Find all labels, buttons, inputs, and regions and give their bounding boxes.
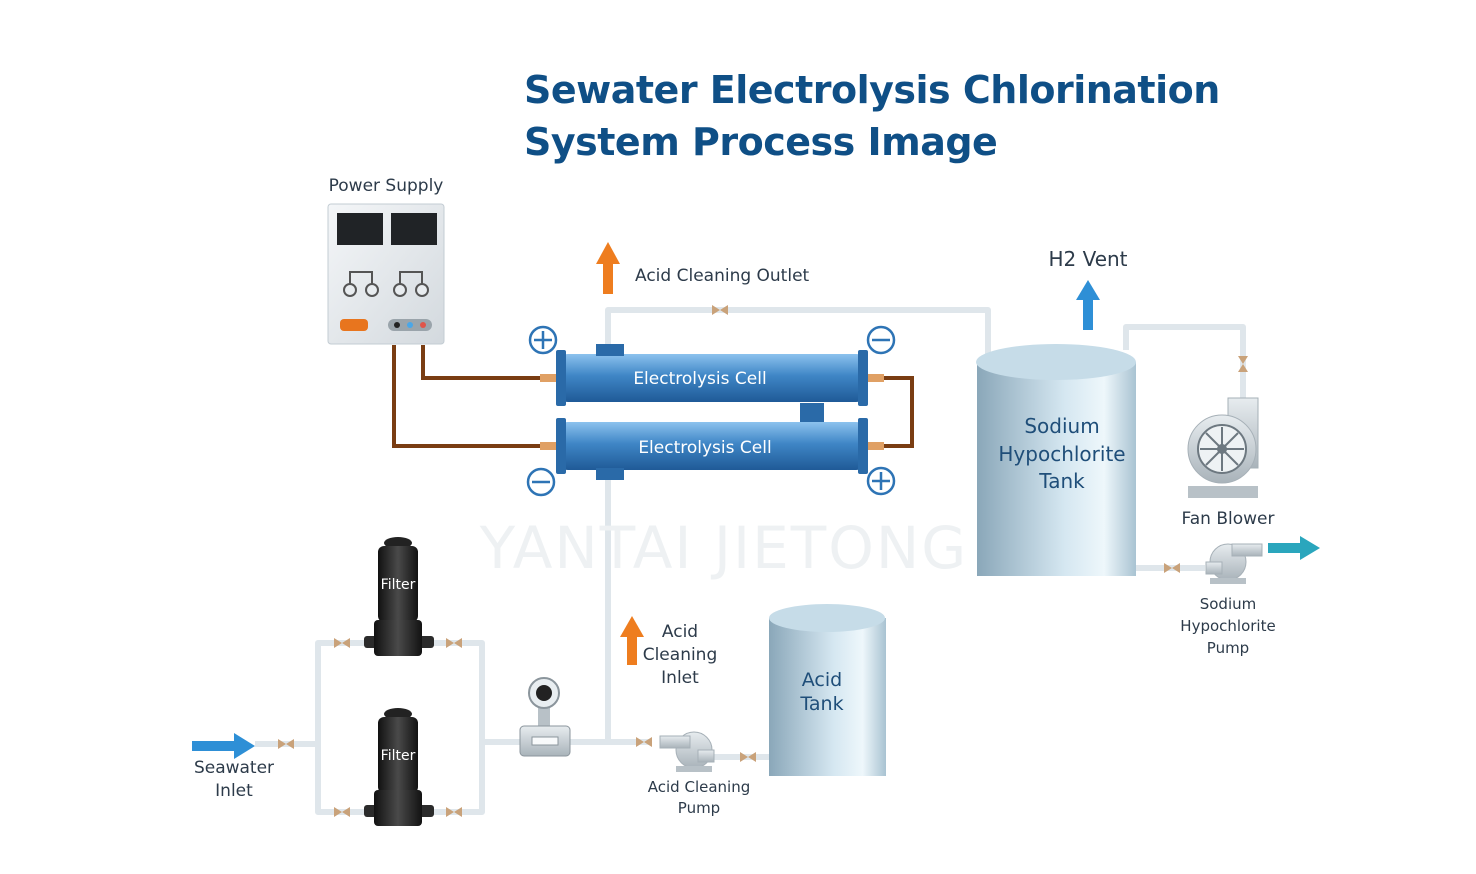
ps-knob-3 — [393, 283, 407, 297]
h2-vent-label: H2 Vent — [1048, 247, 1127, 271]
electrolysis-cell-bottom — [556, 418, 868, 480]
ps-knob-4 — [415, 283, 429, 297]
diagram-title: Sewater Electrolysis Chlorination System… — [524, 64, 1220, 168]
fan-blower-icon — [1187, 397, 1259, 498]
hypo-pump-label-line1: Sodium — [1200, 595, 1257, 613]
hypo-pump-label-line3: Pump — [1207, 639, 1249, 657]
filter-top — [364, 537, 434, 656]
arrow-h2-vent-icon — [1076, 280, 1100, 330]
pipe-tank-to-blower — [1123, 324, 1246, 400]
tank-label-line1: Sodium — [1024, 414, 1099, 438]
valves — [278, 305, 1248, 817]
filter-bottom-label: Filter — [381, 748, 416, 764]
acid-tank — [769, 604, 886, 776]
valve-acid-pump — [636, 737, 652, 747]
valve-filter-1a — [334, 638, 350, 648]
seawater-inlet-label-line2: Inlet — [215, 781, 253, 801]
ps-knob-1 — [343, 283, 357, 297]
acid-pump-label-line2: Pump — [678, 799, 720, 817]
valve-outlet — [712, 305, 728, 315]
cell-top-port — [596, 344, 624, 356]
valve-filter-2a — [334, 807, 350, 817]
electrolysis-cell-top — [556, 344, 868, 406]
filter-bottom — [364, 708, 434, 826]
title-line-2: System Process Image — [524, 120, 998, 164]
acid-pump-label-line1: Acid Cleaning — [648, 778, 750, 796]
seawater-inlet-label-line1: Seawater — [194, 758, 274, 778]
electrolysis-cell-bottom-label: Electrolysis Cell — [638, 438, 771, 458]
tank-label-line3: Tank — [1038, 469, 1085, 493]
fan-blower-label: Fan Blower — [1182, 509, 1275, 529]
ps-display-right — [391, 213, 437, 245]
tank-label-line2: Hypochlorite — [998, 442, 1125, 466]
acid-cleaning-pump-icon — [659, 731, 715, 772]
power-supply — [327, 203, 445, 345]
minus-icon-top-right — [866, 325, 896, 355]
acid-tank-label-line1: Acid — [802, 669, 842, 691]
cable-lug-1 — [540, 374, 562, 382]
arrow-hypo-outlet-icon — [1268, 536, 1320, 560]
valve-hypo — [1164, 563, 1180, 573]
power-supply-label: Power Supply — [329, 176, 444, 196]
electrolysis-cell-top-label: Electrolysis Cell — [633, 369, 766, 389]
cable-top-positive — [421, 345, 548, 380]
arrow-acid-inlet-icon — [620, 616, 644, 665]
flowmeter-icon — [519, 677, 571, 757]
cable-lug-2 — [540, 442, 562, 450]
cell-bottom-port — [596, 468, 624, 480]
minus-icon-bottom-left — [526, 467, 556, 497]
cable-bottom-negative — [392, 345, 548, 448]
acid-inlet-label-line2: Cleaning — [643, 645, 718, 665]
arrow-seawater-inlet-icon — [192, 733, 255, 759]
ps-knob-bracket-left — [349, 271, 373, 287]
acid-inlet-label-line1: Acid — [662, 622, 698, 642]
acid-cleaning-outlet-label: Acid Cleaning Outlet — [635, 266, 810, 286]
sodium-hypochlorite-tank — [976, 344, 1136, 576]
valve-acid-tank — [740, 752, 756, 762]
hypo-pump-icon — [1205, 543, 1263, 584]
ps-knob-2 — [365, 283, 379, 297]
cables — [392, 345, 914, 448]
watermark: YANTAI JIETONG — [479, 514, 968, 582]
pipe-outlet-to-tank — [605, 307, 991, 355]
cable-lug-3 — [862, 374, 884, 382]
valve-filter-1b — [446, 638, 462, 648]
hypo-pump-label-line2: Hypochlorite — [1180, 617, 1275, 635]
title-line-1: Sewater Electrolysis Chlorination — [524, 68, 1220, 112]
arrow-acid-outlet-icon — [596, 242, 620, 294]
cable-cell-link — [876, 376, 914, 448]
ps-knob-bracket-right — [399, 271, 423, 287]
valve-seawater — [278, 739, 294, 749]
plus-icon-bottom-right — [866, 466, 896, 496]
valve-blower — [1238, 356, 1248, 372]
ps-switch — [340, 319, 368, 331]
acid-inlet-label-line3: Inlet — [661, 668, 699, 688]
plus-icon-top-left — [528, 325, 558, 355]
filter-top-label: Filter — [381, 577, 416, 593]
cell-connector — [800, 403, 824, 425]
cable-lug-4 — [862, 442, 884, 450]
acid-tank-label-line2: Tank — [799, 693, 843, 715]
valve-filter-2b — [446, 807, 462, 817]
ps-display-left — [337, 213, 383, 245]
